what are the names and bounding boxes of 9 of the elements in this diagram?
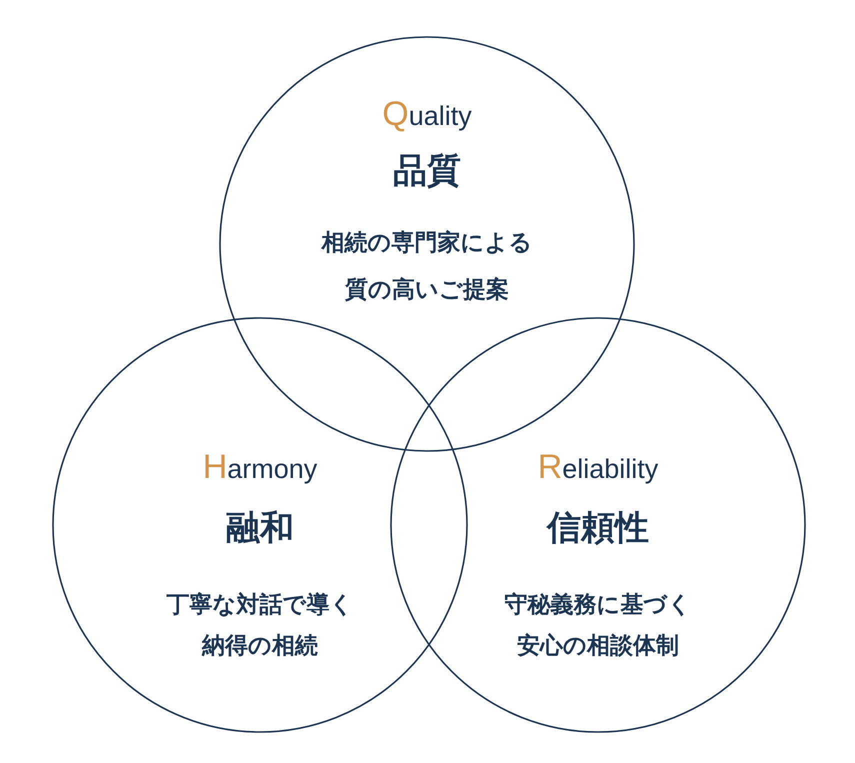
english-heading: Quality xyxy=(382,101,472,131)
japanese-heading: 融和 xyxy=(226,508,294,548)
description: 守秘義務に基づく安心の相談体制 xyxy=(504,590,692,661)
japanese-heading: 品質 xyxy=(393,151,461,191)
description: 丁寧な対話で導く納得の相続 xyxy=(166,590,354,661)
english-heading: Reliability xyxy=(538,454,658,484)
english-heading: Harmony xyxy=(202,454,318,484)
japanese-heading: 信頼性 xyxy=(547,508,649,548)
description: 相続の専門家による質の高いご提案 xyxy=(320,228,534,305)
